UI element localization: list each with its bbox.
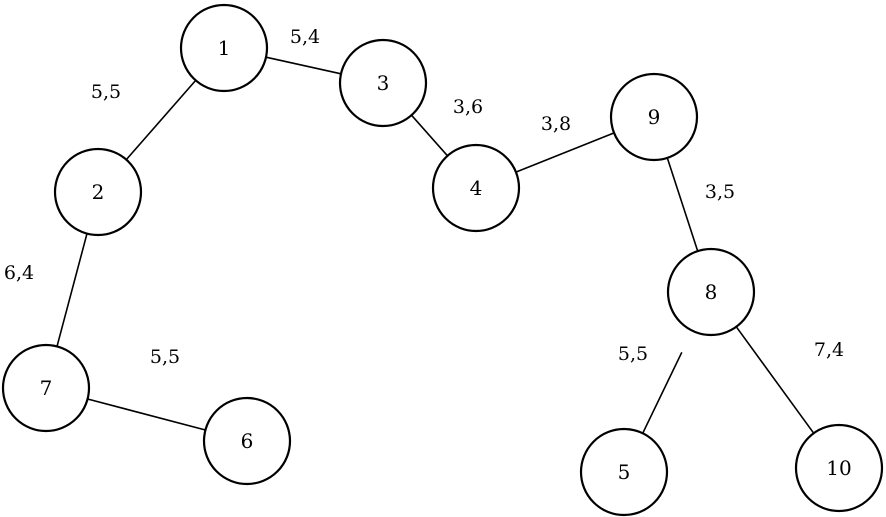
node-label-8: 8 xyxy=(705,280,718,304)
node-label-9: 9 xyxy=(648,105,661,129)
edge-labels-layer: 5,5 5,4 3,6 3,8 3,5 6,4 5,5 5,5 7,4 xyxy=(4,26,844,368)
edge-3-4 xyxy=(410,114,449,157)
node-circle-7 xyxy=(1,343,91,433)
edge-8-5 xyxy=(641,351,683,434)
node-label-3: 3 xyxy=(377,71,390,95)
node-label-10: 10 xyxy=(826,456,851,480)
node-4: 4 xyxy=(431,143,521,233)
edge-1-2 xyxy=(125,79,197,161)
edge-1-3 xyxy=(265,56,342,75)
node-3: 3 xyxy=(338,38,428,128)
nodes-layer: 1 2 3 4 5 6 7 8 9 10 xyxy=(1,3,884,517)
node-label-2: 2 xyxy=(92,180,105,204)
node-1: 1 xyxy=(179,3,269,93)
edge-8-10 xyxy=(735,326,815,434)
node-label-6: 6 xyxy=(241,429,254,453)
edge-label-3-4: 3,6 xyxy=(453,96,483,118)
node-10: 10 xyxy=(794,423,884,513)
node-2: 2 xyxy=(53,147,143,237)
edge-label-7-6: 5,5 xyxy=(150,346,180,368)
node-circle-8 xyxy=(666,247,756,337)
node-label-5: 5 xyxy=(618,460,631,484)
node-circle-9 xyxy=(609,72,699,162)
edge-label-1-3: 5,4 xyxy=(290,26,320,48)
node-label-1: 1 xyxy=(218,36,231,60)
node-9: 9 xyxy=(609,72,699,162)
node-6: 6 xyxy=(202,396,292,486)
edge-9-8 xyxy=(666,157,699,252)
edge-4-9 xyxy=(515,132,615,173)
edge-label-2-7: 6,4 xyxy=(4,262,34,284)
edge-7-6 xyxy=(87,398,206,431)
node-circle-2 xyxy=(53,147,143,237)
edge-label-9-8: 3,5 xyxy=(705,181,735,203)
node-circle-10 xyxy=(794,423,884,513)
edge-label-8-10: 7,4 xyxy=(814,339,844,361)
node-circle-3 xyxy=(338,38,428,128)
node-circle-6 xyxy=(202,396,292,486)
edges-layer xyxy=(56,56,815,434)
node-label-7: 7 xyxy=(40,376,53,400)
edge-label-8-5: 5,5 xyxy=(618,343,648,365)
node-circle-4 xyxy=(431,143,521,233)
edge-label-1-2: 5,5 xyxy=(91,81,121,103)
node-circle-1 xyxy=(179,3,269,93)
node-7: 7 xyxy=(1,343,91,433)
node-label-4: 4 xyxy=(470,176,483,200)
edge-label-4-9: 3,8 xyxy=(541,113,571,135)
edge-2-7 xyxy=(56,233,88,347)
node-5: 5 xyxy=(579,427,669,517)
node-circle-5 xyxy=(579,427,669,517)
node-8: 8 xyxy=(666,247,756,337)
